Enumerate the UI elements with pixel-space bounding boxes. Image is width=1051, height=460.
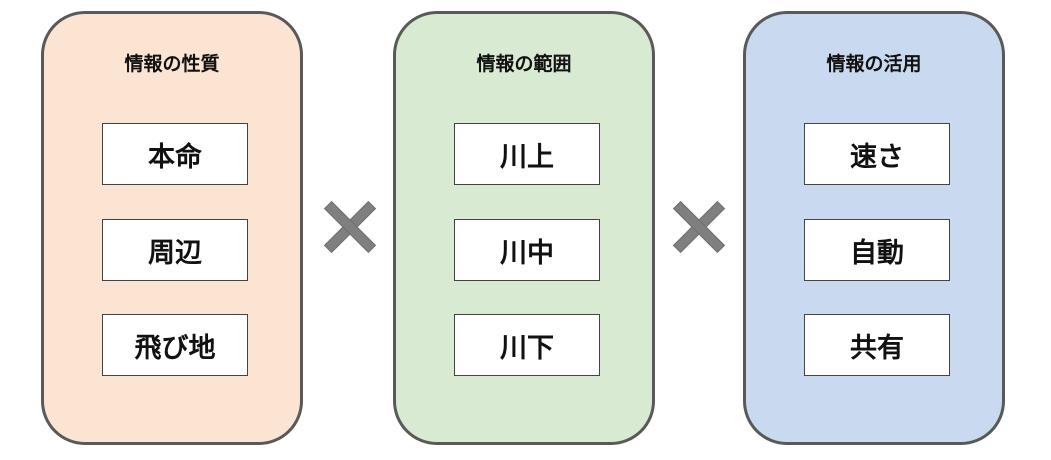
item-box: 自動 — [804, 219, 950, 281]
item-box: 周辺 — [102, 219, 248, 281]
panel-title: 情報の範囲 — [476, 53, 572, 75]
panel-information-nature: 情報の性質 本命 周辺 飛び地 — [41, 11, 303, 445]
multiply-icon — [672, 200, 726, 254]
item-box: 川下 — [454, 314, 600, 376]
panel-information-scope: 情報の範囲 川上 川中 川下 — [393, 11, 655, 445]
panel-title: 情報の活用 — [826, 53, 922, 75]
item-box: 速さ — [804, 123, 950, 185]
item-box: 飛び地 — [102, 314, 248, 376]
panel-title: 情報の性質 — [124, 53, 220, 75]
item-box: 川中 — [454, 219, 600, 281]
multiply-icon — [323, 200, 377, 254]
item-box: 本命 — [102, 123, 248, 185]
panel-information-usage: 情報の活用 速さ 自動 共有 — [743, 11, 1005, 445]
item-box: 川上 — [454, 123, 600, 185]
item-box: 共有 — [804, 314, 950, 376]
